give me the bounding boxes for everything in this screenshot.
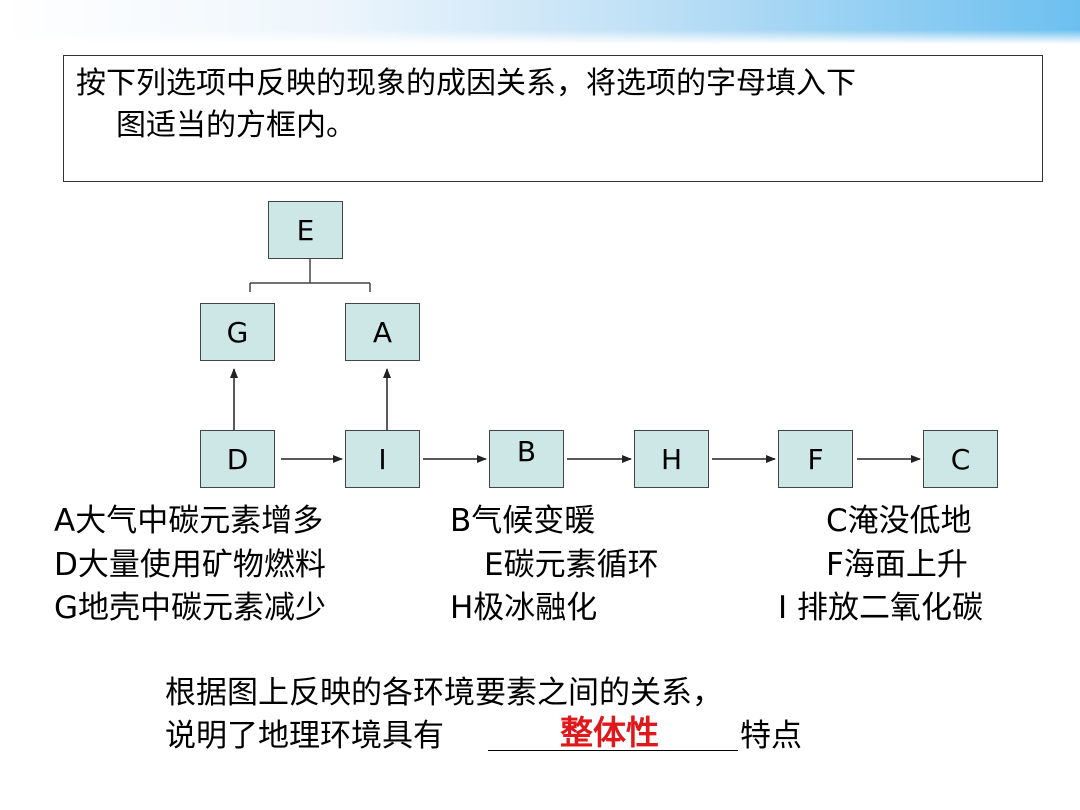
box-b: B <box>489 430 564 488</box>
box-f: F <box>778 430 853 488</box>
box-g: G <box>200 303 275 361</box>
option-b: B气候变暖 <box>450 503 596 539</box>
conclusion-line-2-prefix: 说明了地理环境具有 <box>165 718 444 754</box>
option-g: G地壳中碳元素减少 <box>54 590 327 626</box>
question-line-1: 按下列选项中反映的现象的成因关系，将选项的字母填入下 <box>76 66 856 101</box>
option-a: A大气中碳元素增多 <box>54 503 324 539</box>
question-box: 按下列选项中反映的现象的成因关系，将选项的字母填入下 图适当的方框内。 <box>63 55 1043 182</box>
option-f: F海面上升 <box>826 547 968 583</box>
question-line-2: 图适当的方框内。 <box>116 108 356 143</box>
box-i: I <box>345 430 420 488</box>
conclusion-line-1: 根据图上反映的各环境要素之间的关系， <box>165 675 723 711</box>
option-h: H极冰融化 <box>450 590 598 626</box>
answer-blank-line <box>488 750 738 751</box>
top-banner <box>0 0 1080 44</box>
conclusion-line-2-suffix: 特点 <box>740 718 802 754</box>
box-h: H <box>634 430 709 488</box>
box-d: D <box>200 430 275 488</box>
option-e: E碳元素循环 <box>484 547 659 583</box>
option-c: C淹没低地 <box>826 503 972 539</box>
box-e: E <box>268 201 343 259</box>
option-d: D大量使用矿物燃料 <box>54 547 326 583</box>
box-a: A <box>345 303 420 361</box>
option-i: I 排放二氧化碳 <box>778 590 983 626</box>
box-c: C <box>923 430 998 488</box>
answer-text: 整体性 <box>560 713 659 752</box>
